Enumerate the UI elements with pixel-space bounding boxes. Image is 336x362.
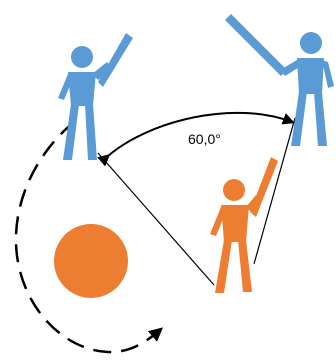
- blue-figure-right: [225, 14, 334, 146]
- orange-figure: [210, 157, 278, 293]
- orange-ball: [54, 224, 128, 298]
- angle-label: 60,0°: [188, 131, 221, 147]
- blue-figure-left: [58, 33, 133, 160]
